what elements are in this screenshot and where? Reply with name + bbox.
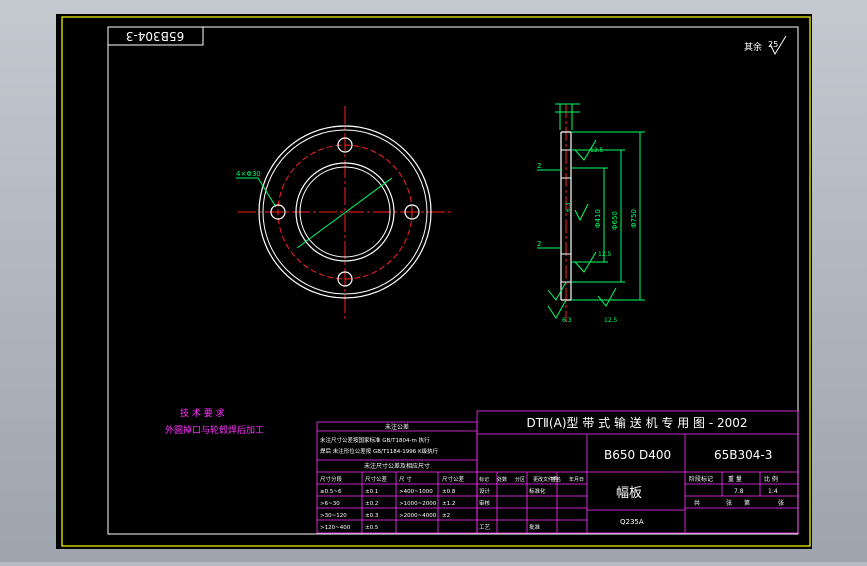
svg-text:6.3: 6.3: [562, 317, 572, 324]
svg-text:6.3: 6.3: [565, 202, 572, 212]
svg-text:第: 第: [744, 499, 750, 507]
tolerance-cell: ±0.3: [365, 513, 379, 519]
tech-req-title: 技 术 要 求: [180, 407, 225, 419]
tolerance-header: 尺寸公差: [365, 475, 388, 483]
front-view: 4×Φ30: [236, 106, 453, 320]
revision-header: 年月日: [569, 476, 584, 483]
role-label: 设计: [479, 487, 491, 495]
svg-text:2: 2: [537, 162, 541, 170]
drawing-sheet: [56, 14, 812, 549]
code-box: [107, 26, 204, 46]
outer-frame: [61, 16, 811, 547]
svg-text:Φ750: Φ750: [630, 209, 638, 228]
role-label: 批准: [529, 523, 541, 531]
code-box-text: 65B304-3: [126, 29, 184, 43]
role-label: 审核: [479, 499, 491, 507]
svg-text:焊后 未注形位公差按 GB/T1184-1996 K级执行: 焊后 未注形位公差按 GB/T1184-1996 K级执行: [320, 447, 439, 455]
inner-border: [107, 26, 799, 535]
tolerance-cell: ±0.1: [365, 489, 378, 495]
bolt-hole-left: [270, 204, 286, 220]
drawing-number: 65B304-3: [714, 448, 772, 462]
revision-header: 签名: [551, 476, 561, 483]
tolerance-cell: >30~120: [320, 513, 347, 519]
revision-header: 标记: [479, 476, 489, 483]
svg-text:12.5: 12.5: [590, 147, 604, 154]
inner-bore: [295, 162, 395, 262]
role-label: 标准化: [529, 487, 546, 495]
roughness-symbol-main: 25: [768, 35, 787, 56]
part-name: 幅板: [616, 486, 642, 501]
svg-text:阶段标记: 阶段标记: [689, 475, 713, 483]
tolerance-cell: ±1.2: [442, 501, 455, 507]
revision-header: 处数: [497, 476, 507, 483]
svg-text:12.5: 12.5: [598, 251, 612, 258]
svg-text:1:4: 1:4: [768, 488, 778, 495]
svg-text:25: 25: [768, 40, 778, 49]
revision-header: 分区: [515, 476, 525, 483]
bolt-hole-top: [337, 137, 353, 153]
svg-text:Φ410: Φ410: [594, 209, 602, 228]
tolerance-cell: ±0.2: [365, 501, 378, 507]
tolerance-cell: ±0.5: [365, 525, 379, 531]
tolerance-cell: >1000~2000: [399, 501, 437, 507]
bolt-hole-right: [404, 204, 420, 220]
tolerance-table: [316, 421, 478, 534]
tolerance-header: 尺寸公差: [442, 475, 465, 483]
tolerance-cell: >400~1000: [399, 489, 433, 495]
svg-text:12.5: 12.5: [604, 317, 618, 324]
tolerance-cell: >2000~4000: [399, 513, 437, 519]
svg-text:Φ650: Φ650: [611, 211, 619, 230]
role-label: 工艺: [479, 524, 491, 531]
material: Q235A: [620, 518, 644, 526]
spec: B650 D400: [604, 448, 671, 462]
tolerance-header: 尺寸分段: [320, 475, 343, 483]
tolerance-cell: ±2: [442, 513, 450, 519]
svg-text:共: 共: [694, 499, 700, 507]
title-block-title: DTⅡ(A)型 带 式 输 送 机 专 用 图 - 2002: [526, 415, 747, 430]
svg-text:张: 张: [726, 499, 732, 507]
hole-callout: 4×Φ30: [236, 170, 261, 178]
bolt-hole-bottom: [337, 271, 353, 287]
svg-text:比 例: 比 例: [764, 475, 778, 483]
svg-text:未注公差: 未注公差: [385, 423, 409, 431]
title-block: [476, 410, 799, 534]
tolerance-cell: >120~400: [320, 525, 351, 531]
revision-header: 更改文件号: [533, 476, 558, 483]
svg-text:重 量: 重 量: [728, 475, 742, 483]
svg-text:未注尺寸公差按国家标准 GB/T1804-m 执行: 未注尺寸公差按国家标准 GB/T1804-m 执行: [320, 436, 430, 444]
outer-rim: [258, 125, 432, 299]
svg-text:7.8: 7.8: [734, 488, 744, 495]
surface-note: 其余: [744, 41, 762, 53]
svg-text:未注尺寸公差及相应尺寸: 未注尺寸公差及相应尺寸: [364, 462, 430, 470]
tolerance-cell: ≥0.5~6: [320, 489, 342, 495]
svg-text:张: 张: [778, 499, 784, 507]
tolerance-header: 尺 寸: [399, 475, 412, 483]
svg-text:2: 2: [537, 240, 541, 248]
tolerance-cell: ±0.8: [442, 489, 456, 495]
tech-req-line1: 外圆掉口与轮毂焊后加工: [165, 424, 264, 436]
section-view: Φ750 Φ650 Φ410 2 2 12.5 12.5 12.5 6.3 6.…: [537, 103, 645, 324]
tolerance-cell: >6~30: [320, 501, 340, 507]
